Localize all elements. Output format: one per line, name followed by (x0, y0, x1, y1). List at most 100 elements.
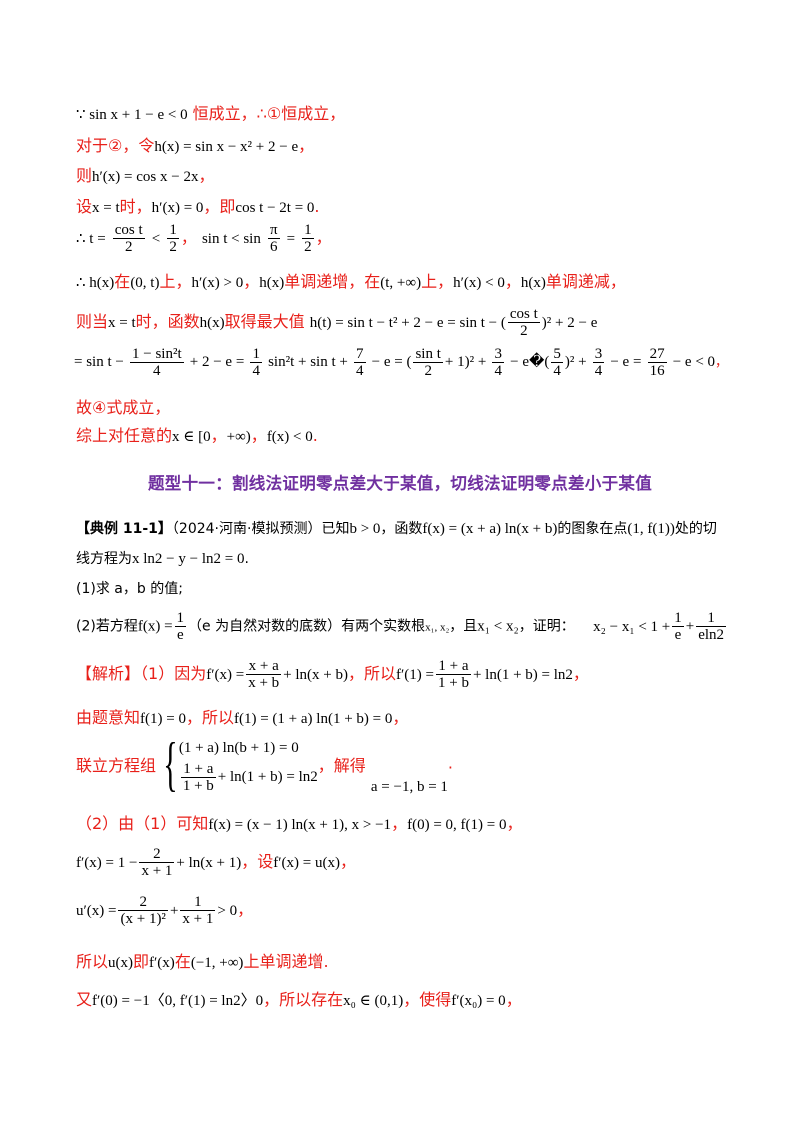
math-expression: h(t) = sin t − t² + 2 − e = sin t − ( (309, 315, 506, 331)
proof-line-1: ∵ sin x + 1 − e < 0 恒成立，∴①恒成立， (76, 100, 345, 124)
solution-text: 由题意知 (76, 708, 141, 727)
math-expression: h′(x) < 0 (453, 275, 505, 291)
fraction-denominator: 4 (356, 363, 364, 379)
math-expression: + ln(1 + b) = ln2 (472, 667, 573, 683)
fraction-numerator: 1 − sin²t (129, 346, 184, 363)
math-expression: f(x) = (x + a) ln(x + b) (422, 521, 558, 537)
question-1: (1)求 a，b 的值; (76, 578, 183, 598)
solution-text: ，所以 (347, 664, 396, 683)
fraction-denominator: x + 1 (141, 863, 173, 879)
math-expression: − e�( (510, 354, 550, 370)
math-expression: x₁ < x₂ (477, 618, 519, 635)
example-line-1: 【典例 11-1】（2024·河南·模拟预测）已知b > 0，函数f(x) = … (76, 518, 717, 538)
solution-text: ， (505, 990, 522, 1009)
fraction-denominator: eln2 (698, 627, 725, 643)
proof-text: . (312, 426, 318, 445)
fraction-numerator: 1 (167, 222, 179, 239)
solution-label: 【解析】 (76, 664, 141, 683)
example-source: （2024·河南·模拟预测）已知 (171, 521, 350, 537)
math-expression: − e = ( (371, 354, 412, 370)
math-expression: f′(x) = (206, 667, 245, 683)
math-expression: ∴ t = (76, 231, 106, 247)
solution-text: （2）由（1）可知 (76, 814, 209, 833)
math-expression: u(x) (108, 955, 134, 971)
math-expression: − e = (610, 354, 642, 370)
math-expression: x = t (92, 200, 120, 216)
proof-line-7: 则当x = t时，函数h(x)取得最大值 h(t) = sin t − t² +… (76, 306, 597, 339)
proof-text: ， (315, 228, 332, 247)
solution-line-4: （2）由（1）可知f(x) = (x − 1) ln(x + 1), x > −… (76, 810, 522, 834)
fraction-numerator: 2 (118, 894, 168, 911)
solution-text: ， (339, 852, 356, 871)
solution-text: ， (392, 708, 409, 727)
math-expression: sin²t + sin t + (268, 354, 348, 370)
math-expression: + 1)² + (444, 354, 487, 370)
proof-text: ， (180, 228, 197, 247)
fraction-numerator: 1 (180, 894, 216, 911)
proof-text: 恒成立，∴①恒成立， (187, 104, 346, 123)
proof-text: ， (243, 272, 260, 291)
proof-text: 故④式成立， (76, 398, 171, 417)
solution-line-2: 由题意知f(1) = 0，所以f(1) = (1 + a) ln(1 + b) … (76, 704, 408, 728)
math-expression: h′(x) = cos x − 2x (92, 169, 199, 185)
fraction-denominator: 4 (252, 363, 260, 379)
left-brace-icon: { (163, 731, 178, 797)
fraction-numerator: 1 (174, 610, 187, 627)
math-expression: ∴ h(x) (76, 275, 115, 291)
proof-line-6: ∴ h(x)在(0, t)上，h′(x) > 0，h(x)单调递增，在(t, +… (76, 268, 626, 292)
proof-text: 单调递减， (545, 272, 626, 291)
fraction-denominator: 1 + b (437, 675, 469, 691)
proof-text: 设 (76, 197, 93, 216)
solution-text: ， (572, 664, 589, 683)
fraction-denominator: 4 (594, 363, 603, 379)
fraction-numerator: 5 (551, 346, 563, 363)
math-expression: (t, +∞) (380, 275, 422, 291)
math-expression: x₂ − x₁ < 1 + (593, 618, 671, 635)
math-expression: +∞) (226, 429, 251, 445)
proof-text: 上， (159, 272, 192, 291)
math-expression: f(x) < 0 (266, 429, 313, 445)
proof-text: ，即 (203, 197, 236, 216)
proof-text: ， (298, 136, 315, 155)
question-text: ，证明： (518, 618, 575, 635)
math-expression: ∵ sin x + 1 − e < 0 (76, 107, 188, 123)
math-expression: h(x) = sin x − x² + 2 − e (154, 139, 299, 155)
fraction-numerator: 3 (592, 346, 605, 363)
math-operator: + (169, 903, 179, 919)
fraction-numerator: 1 (250, 346, 262, 363)
proof-text: 在 (114, 272, 131, 291)
proof-text: 时， (119, 197, 152, 216)
proof-line-9: 故④式成立， (76, 394, 170, 418)
math-expression: x₁, x₂ (425, 621, 450, 634)
example-line-2: 线方程为x ln2 − y − ln2 = 0. (76, 548, 249, 568)
math-expression: (0, t) (130, 275, 160, 291)
math-operator: + (685, 618, 695, 635)
example-text: 的图象在点 (557, 521, 628, 537)
math-expression: (−1, +∞) (190, 955, 244, 971)
proof-text: ， (715, 355, 729, 370)
solution-text: . (447, 753, 454, 773)
math-expression: f(x) = (137, 618, 173, 635)
math-expression: f′(1) = (396, 667, 434, 683)
solution-text: ， (506, 814, 523, 833)
fraction-numerator: cos t (507, 306, 540, 323)
example-text: . (244, 551, 249, 567)
proof-text: 对于②，令 (76, 136, 155, 155)
fraction-numerator: 3 (492, 346, 504, 363)
fraction-denominator: (x + 1)² (120, 911, 166, 927)
math-expression: )² + 2 − e (541, 315, 598, 331)
fraction-denominator: 4 (153, 363, 161, 379)
solution-text: 所以 (76, 952, 109, 971)
fraction-denominator: 4 (553, 363, 561, 379)
solution-text: ，所以存在 (263, 990, 344, 1009)
